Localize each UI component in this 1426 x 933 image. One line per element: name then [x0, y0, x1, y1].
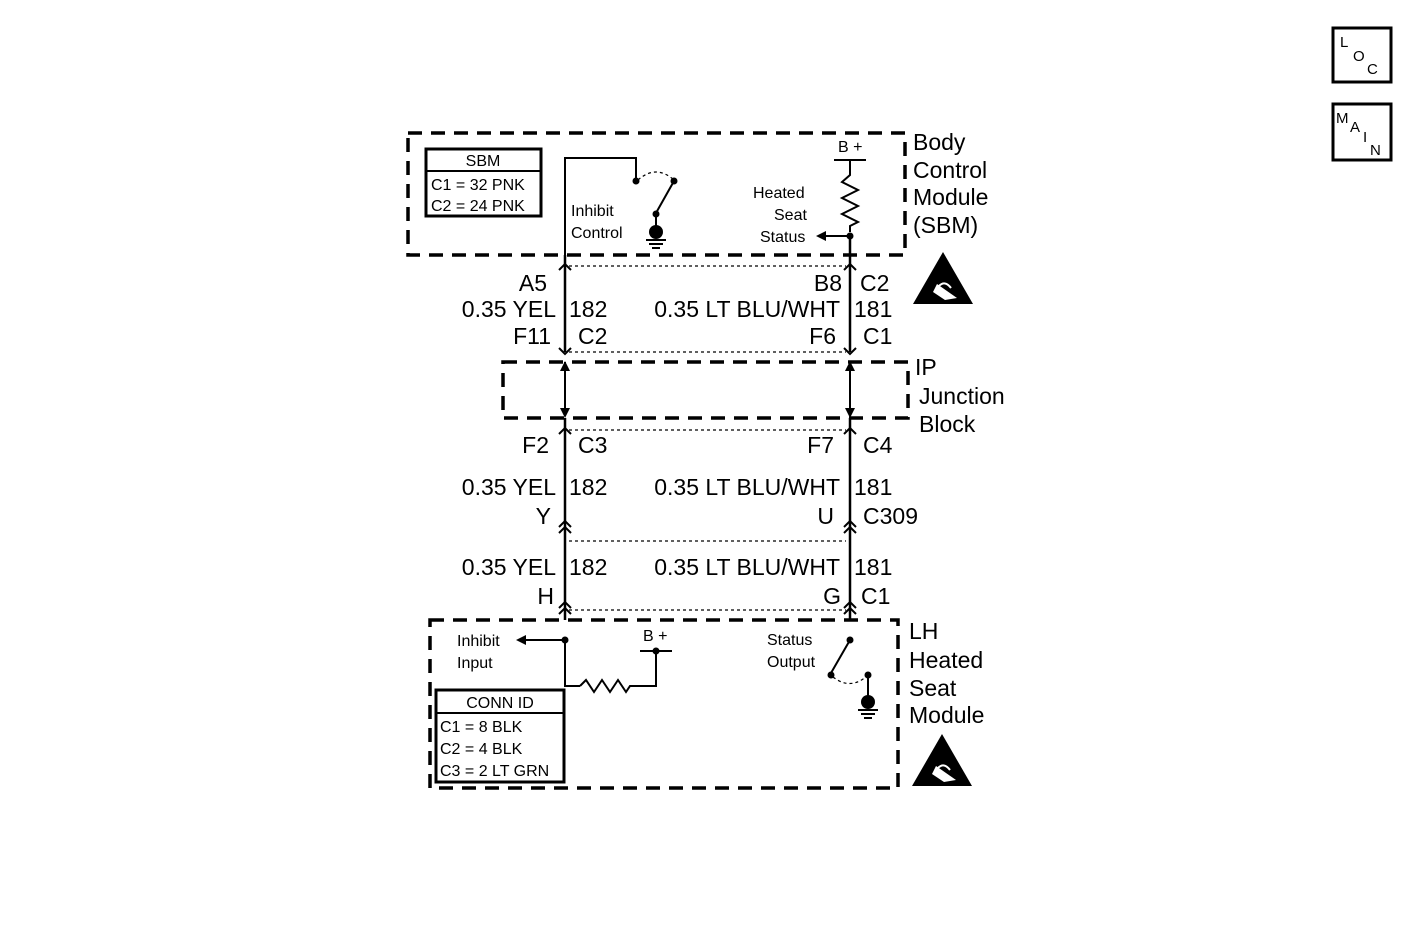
svg-text:Input: Input [457, 655, 493, 672]
esd-warning-icon [911, 733, 973, 787]
svg-text:182: 182 [569, 554, 607, 580]
svg-text:Block: Block [919, 411, 976, 437]
circuit-181-wire [843, 236, 857, 620]
circuit-181-labels: B8 C2 0.35 LT BLU/WHT 181 F6 C1 F7 C4 0.… [654, 270, 918, 609]
esd-warning-icon [912, 251, 974, 305]
svg-text:C: C [1367, 61, 1378, 78]
svg-text:Seat: Seat [774, 207, 807, 224]
svg-text:F11: F11 [513, 323, 551, 349]
svg-text:C4: C4 [863, 432, 893, 458]
lh-heated-seat-module: LH Heated Seat Module Inhibit Input B + [428, 618, 984, 790]
svg-text:O: O [1353, 48, 1365, 65]
svg-text:H: H [537, 583, 554, 609]
svg-text:0.35 YEL: 0.35 YEL [462, 474, 556, 500]
svg-text:C2: C2 [578, 323, 607, 349]
svg-text:C3: C3 [578, 432, 607, 458]
svg-text:B8: B8 [814, 270, 842, 296]
svg-text:(SBM): (SBM) [913, 212, 978, 238]
svg-text:C3 = 2 LT GRN: C3 = 2 LT GRN [440, 763, 549, 780]
svg-text:M: M [1336, 110, 1349, 127]
svg-text:Heated: Heated [909, 647, 983, 673]
svg-text:Module: Module [913, 184, 988, 210]
svg-text:181: 181 [854, 554, 892, 580]
svg-text:Body: Body [913, 129, 966, 155]
circuit-182-wire [558, 255, 572, 620]
svg-text:182: 182 [569, 474, 607, 500]
status-output-switch [827, 636, 878, 719]
svg-text:A: A [1350, 119, 1360, 136]
svg-text:SBM: SBM [466, 153, 501, 170]
svg-text:LH: LH [909, 618, 938, 644]
svg-text:C309: C309 [863, 503, 918, 529]
bcm-boundary [406, 131, 907, 257]
svg-text:Inhibit: Inhibit [571, 203, 614, 220]
svg-text:0.35 YEL: 0.35 YEL [462, 554, 556, 580]
svg-text:F6: F6 [809, 323, 836, 349]
svg-text:C1 = 32 PNK: C1 = 32 PNK [431, 177, 525, 194]
svg-text:0.35 YEL: 0.35 YEL [462, 296, 556, 322]
svg-text:181: 181 [854, 474, 892, 500]
inhibit-control-switch [564, 157, 678, 255]
ground-icon [649, 225, 663, 239]
svg-text:Status: Status [767, 632, 812, 649]
svg-text:I: I [1363, 129, 1367, 146]
svg-text:182: 182 [569, 296, 607, 322]
svg-text:C2: C2 [860, 270, 889, 296]
body-control-module: Body Control Module (SBM) SBM C1 = 32 PN… [406, 129, 988, 305]
ground-icon [861, 695, 875, 709]
arrow-left-icon [816, 231, 826, 241]
svg-text:F2: F2 [522, 432, 549, 458]
circuit-182-labels: A5 0.35 YEL 182 F11 C2 F2 C3 0.35 YEL 18… [462, 270, 608, 609]
conn-id-table: CONN ID C1 = 8 BLK C2 = 4 BLK C3 = 2 LT … [434, 688, 566, 784]
svg-text:F7: F7 [807, 432, 834, 458]
svg-text:Heated: Heated [753, 185, 805, 202]
inhibit-input-pullup [516, 635, 672, 694]
svg-text:CONN ID: CONN ID [466, 695, 534, 712]
svg-text:B +: B + [643, 628, 667, 645]
sbm-connector-id-table: SBM C1 = 32 PNK C2 = 24 PNK [424, 147, 543, 218]
svg-text:181: 181 [854, 296, 892, 322]
svg-text:C1: C1 [863, 323, 892, 349]
ip-junction-block: IP Junction Block [501, 354, 1005, 437]
svg-text:IP: IP [915, 354, 937, 380]
svg-text:C1 = 8 BLK: C1 = 8 BLK [440, 719, 523, 736]
svg-text:N: N [1370, 142, 1381, 159]
svg-text:C2 = 4 BLK: C2 = 4 BLK [440, 741, 523, 758]
main-button[interactable]: M A I N [1331, 102, 1393, 162]
loc-button[interactable]: L O C [1331, 26, 1393, 84]
svg-text:B +: B + [838, 139, 862, 156]
svg-text:Module: Module [909, 702, 984, 728]
svg-text:Seat: Seat [909, 675, 957, 701]
svg-text:Y: Y [536, 503, 551, 529]
svg-text:Control: Control [571, 225, 623, 242]
seat-module-boundary [428, 618, 900, 790]
status-pullup-resistor [816, 159, 866, 241]
svg-text:Junction: Junction [919, 383, 1005, 409]
svg-text:0.35 LT BLU/WHT: 0.35 LT BLU/WHT [654, 296, 840, 322]
svg-text:C1: C1 [861, 583, 890, 609]
svg-text:Output: Output [767, 654, 816, 671]
svg-text:Inhibit: Inhibit [457, 633, 500, 650]
svg-text:U: U [817, 503, 834, 529]
svg-text:C2 = 24 PNK: C2 = 24 PNK [431, 198, 525, 215]
svg-text:0.35 LT BLU/WHT: 0.35 LT BLU/WHT [654, 474, 840, 500]
svg-text:Status: Status [760, 229, 805, 246]
svg-text:Control: Control [913, 157, 987, 183]
arrow-left-icon [516, 635, 526, 645]
svg-text:A5: A5 [519, 270, 547, 296]
svg-text:L: L [1340, 34, 1348, 51]
svg-text:0.35 LT BLU/WHT: 0.35 LT BLU/WHT [654, 554, 840, 580]
svg-text:G: G [823, 583, 841, 609]
